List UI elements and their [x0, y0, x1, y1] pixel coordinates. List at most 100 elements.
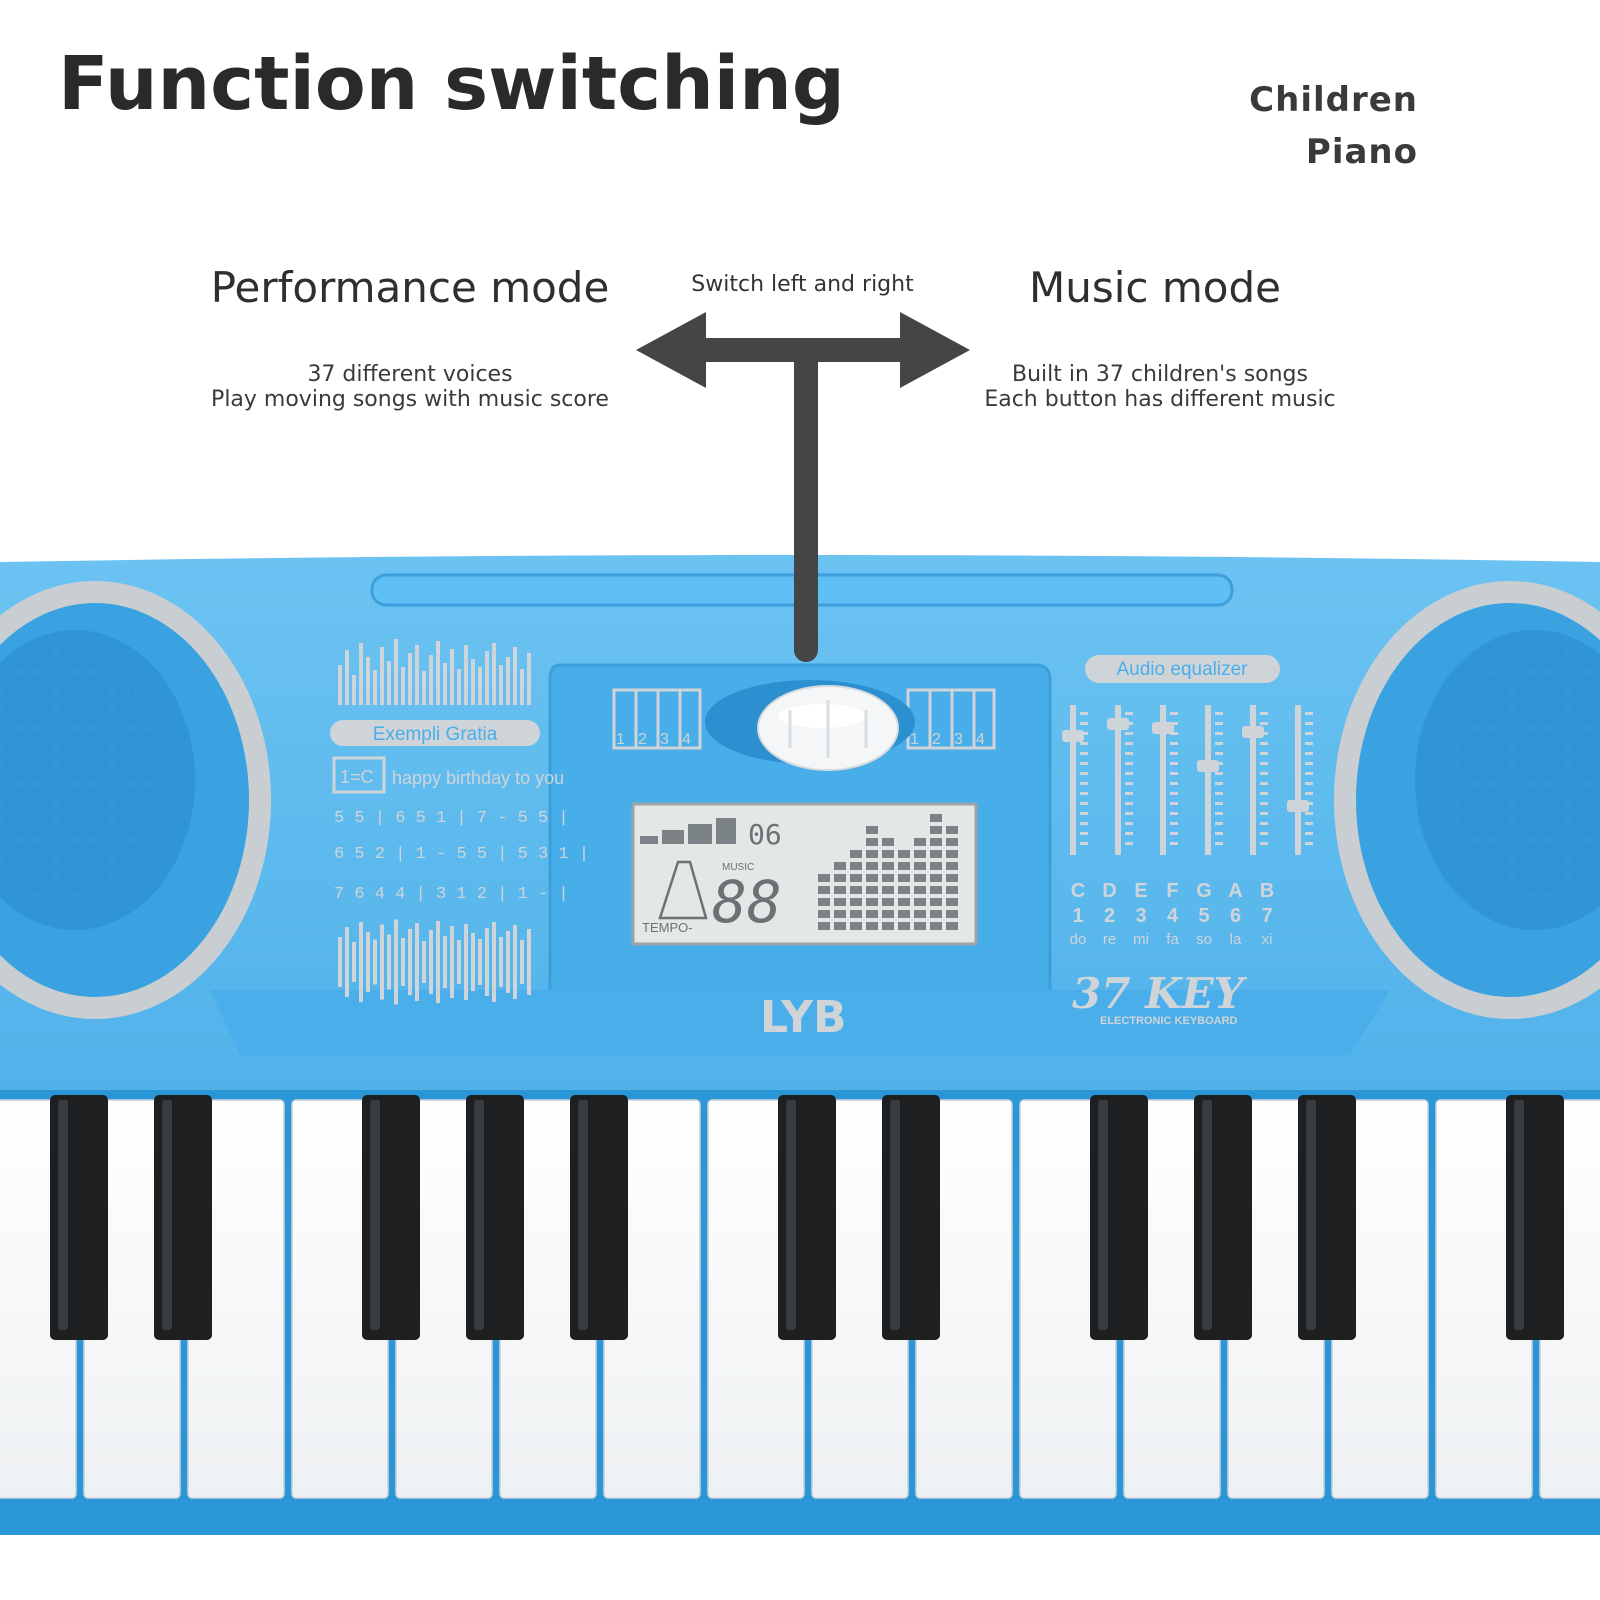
lcd-bar-segment	[834, 874, 846, 882]
keyboard-body	[0, 555, 1600, 1535]
decor-bar	[450, 649, 454, 705]
decor-bar	[352, 942, 356, 982]
black-key[interactable]	[362, 1095, 420, 1340]
white-key[interactable]	[1123, 1099, 1221, 1499]
metronome-icon	[658, 860, 708, 920]
lcd-bar-segment	[850, 898, 862, 906]
lcd-bar-segment	[898, 862, 910, 870]
white-key[interactable]	[1331, 1099, 1429, 1499]
eq-tick	[1305, 752, 1313, 755]
white-key[interactable]	[1435, 1099, 1533, 1499]
eq-tick	[1080, 742, 1088, 745]
decor-bar	[408, 653, 412, 705]
white-key[interactable]	[811, 1099, 909, 1499]
score-line-1: 5 5 | 6 5 1 | 7 - 5 5 |	[334, 809, 569, 828]
lcd-top-readout: 06	[748, 818, 782, 851]
decor-bar	[401, 938, 405, 986]
brand-logo: LYB	[760, 992, 847, 1043]
lcd-bar-segment	[882, 898, 894, 906]
white-key[interactable]	[291, 1099, 389, 1499]
eq-tick	[1260, 772, 1268, 775]
black-key[interactable]	[1090, 1095, 1148, 1340]
eq-tick	[1170, 772, 1178, 775]
lcd-bar-segment	[914, 874, 926, 882]
score-song-title: happy birthday to you	[392, 768, 564, 788]
eq-tick	[1215, 832, 1223, 835]
eq-tick	[1260, 792, 1268, 795]
note-number: 6	[1230, 905, 1241, 927]
score-line-3: 7 6 4 4 | 3 1 2 | 1 - |	[334, 885, 569, 904]
white-key[interactable]	[603, 1099, 701, 1499]
decor-bar	[429, 655, 433, 705]
eq-tick	[1125, 822, 1133, 825]
svg-text:3: 3	[660, 731, 669, 748]
black-key[interactable]	[466, 1095, 524, 1340]
white-key[interactable]	[915, 1099, 1013, 1499]
black-key[interactable]	[1194, 1095, 1252, 1340]
white-key[interactable]	[187, 1099, 285, 1499]
control-panel	[548, 663, 1052, 1012]
eq-tick	[1305, 812, 1313, 815]
eq-tick	[1260, 842, 1268, 845]
decor-bar	[478, 939, 482, 985]
white-key[interactable]	[1019, 1099, 1117, 1499]
score-line-2: 6 5 2 | 1 - 5 5 | 5 3 1 |	[334, 845, 589, 864]
score-key-box	[332, 756, 386, 794]
black-key[interactable]	[570, 1095, 628, 1340]
lcd-tempo-label: TEMPO-	[642, 920, 693, 935]
decor-bar	[366, 657, 370, 705]
lcd-bar-segment	[850, 886, 862, 894]
white-key[interactable]	[395, 1099, 493, 1499]
black-key[interactable]	[778, 1095, 836, 1340]
note-number: 5	[1198, 905, 1209, 927]
white-key[interactable]	[1539, 1099, 1600, 1499]
eq-track	[1115, 705, 1121, 855]
eq-tick	[1125, 712, 1133, 715]
black-key[interactable]	[882, 1095, 940, 1340]
white-key[interactable]	[1227, 1099, 1325, 1499]
eq-tick	[1215, 712, 1223, 715]
performance-mode-line-2: Play moving songs with music score	[211, 387, 609, 412]
svg-text:3: 3	[954, 731, 963, 748]
decor-bar	[380, 924, 384, 1000]
black-key[interactable]	[154, 1095, 212, 1340]
black-key-highlight	[1306, 1100, 1316, 1330]
eq-tick	[1170, 742, 1178, 745]
white-key[interactable]	[707, 1099, 805, 1499]
note-solfege: re	[1103, 931, 1116, 948]
decor-bar	[359, 922, 363, 1002]
eq-tick	[1125, 772, 1133, 775]
lcd-bar-segment	[882, 910, 894, 918]
eq-tick	[1260, 762, 1268, 765]
eq-tick	[1260, 742, 1268, 745]
white-key[interactable]	[499, 1099, 597, 1499]
lcd-bar-segment	[946, 898, 958, 906]
mode-switch-knob[interactable]	[757, 685, 899, 771]
white-key[interactable]	[0, 1099, 77, 1499]
switch-arrow	[636, 312, 970, 662]
eq-knob	[1287, 800, 1309, 812]
lcd-bar-segment	[930, 874, 942, 882]
eq-tick	[1125, 802, 1133, 805]
eq-track	[1250, 705, 1256, 855]
music-mode-icon: 1 2 3 4	[906, 688, 996, 750]
decor-bar	[366, 932, 370, 992]
eq-tick	[1125, 742, 1133, 745]
white-key[interactable]	[83, 1099, 181, 1499]
black-key[interactable]	[50, 1095, 108, 1340]
decor-bar	[387, 661, 391, 705]
eq-tick	[1215, 762, 1223, 765]
performance-mode-icon: 1 2 3 4	[612, 688, 702, 750]
decor-bar	[338, 937, 342, 987]
key-count-subtitle: ELECTRONIC KEYBOARD	[1100, 1015, 1238, 1027]
decor-bar	[443, 936, 447, 988]
black-key[interactable]	[1506, 1095, 1564, 1340]
lcd-bar-segment	[898, 898, 910, 906]
note-letter: C	[1071, 880, 1085, 902]
brand-line-1: Children	[1249, 80, 1418, 120]
eq-tick	[1215, 802, 1223, 805]
decor-bar	[499, 937, 503, 987]
eq-tick	[1125, 722, 1133, 725]
black-key[interactable]	[1298, 1095, 1356, 1340]
